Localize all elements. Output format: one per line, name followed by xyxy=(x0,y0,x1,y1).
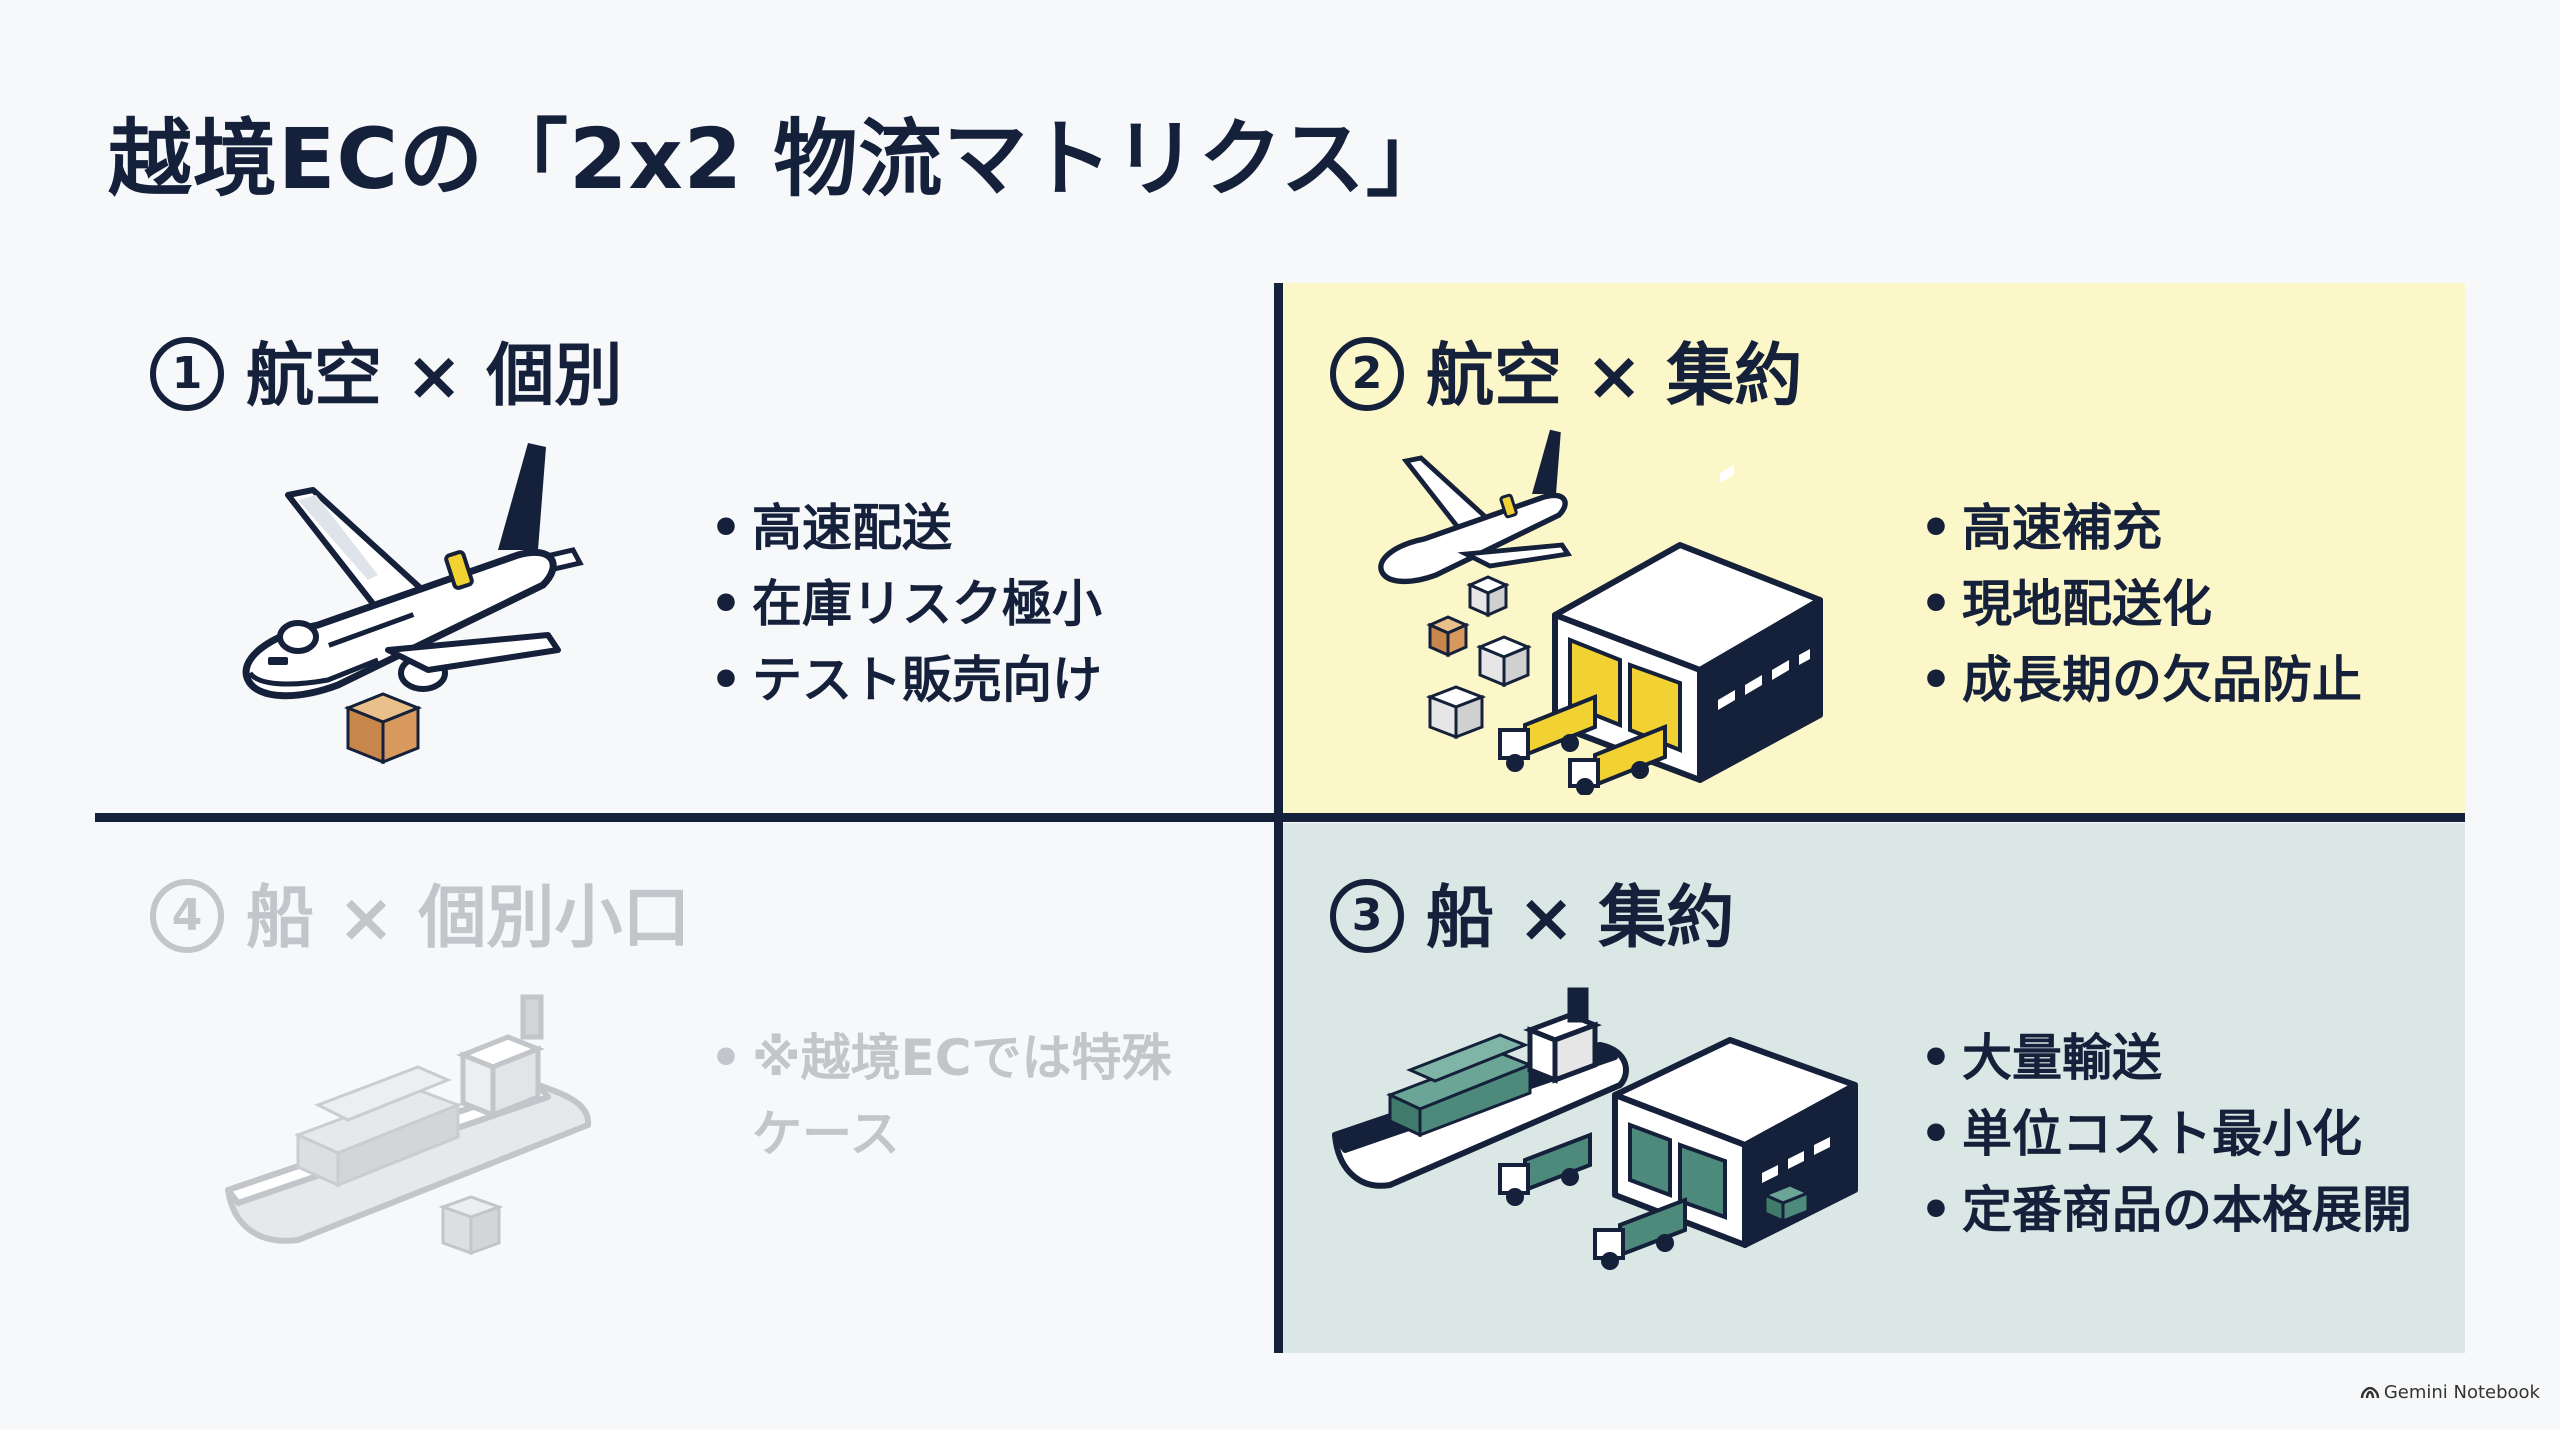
brand-text: Gemini Notebook xyxy=(2383,1382,2540,1403)
bullet-item: 大量輸送 xyxy=(1920,1020,2412,1096)
page-title: 越境ECの「2x2 物流マトリクス」 xyxy=(108,110,1451,208)
bullet-item-continuation: ケース xyxy=(752,1105,900,1163)
quadrant-3-bullets: 大量輸送 単位コスト最小化 定番商品の本格展開 xyxy=(1920,1020,2412,1248)
ship-warehouse-icon xyxy=(1332,987,1858,1270)
quadrant-1-label: 航空 × 個別 xyxy=(246,337,623,416)
quadrant-1-title: 1 航空 × 個別 xyxy=(150,320,622,419)
cargo-ship-icon-muted xyxy=(225,994,592,1256)
bullet-item: 現地配送化 xyxy=(1920,566,2362,642)
brand-logo-icon xyxy=(2360,1386,2380,1399)
quadrant-3-title: 3 船 × 集約 xyxy=(1330,862,1734,961)
quadrant-2-title: 2 航空 × 集約 xyxy=(1330,320,1802,419)
quadrant-4-title: 4 船 × 個別小口 xyxy=(150,862,690,961)
bullet-item: 在庫リスク極小 xyxy=(710,566,1102,642)
bullet-item: ※越境ECでは特殊 xyxy=(710,1020,1171,1096)
bullet-item: 高速補充 xyxy=(1920,490,2362,566)
quadrant-4-label: 船 × 個別小口 xyxy=(246,879,691,958)
quadrant-2-bullets: 高速補充 現地配送化 成長期の欠品防止 xyxy=(1920,490,2362,718)
bullet-item: テスト販売向け xyxy=(710,642,1102,718)
quadrant-1-number: 1 xyxy=(150,337,224,412)
brand-watermark: Gemini Notebook xyxy=(2360,1382,2540,1403)
quadrant-4-bullets: ※越境ECでは特殊 ケース xyxy=(710,1020,1171,1172)
airplane-icon xyxy=(242,443,584,765)
bullet-item: 成長期の欠品防止 xyxy=(1920,642,2362,718)
airplane-warehouse-icon xyxy=(1378,429,1823,795)
quadrant-2-label: 航空 × 集約 xyxy=(1426,337,1803,416)
quadrant-3-label: 船 × 集約 xyxy=(1426,879,1735,958)
quadrant-1-bullets: 高速配送 在庫リスク極小 テスト販売向け xyxy=(710,490,1102,718)
bullet-item: 定番商品の本格展開 xyxy=(1920,1172,2412,1248)
bullet-item: 高速配送 xyxy=(710,490,1102,566)
quadrant-2-number: 2 xyxy=(1330,337,1404,412)
quadrant-4-number: 4 xyxy=(150,879,224,954)
quadrant-3-number: 3 xyxy=(1330,879,1404,954)
bullet-item: 単位コスト最小化 xyxy=(1920,1096,2412,1172)
matrix-horizontal-divider xyxy=(95,813,2465,822)
